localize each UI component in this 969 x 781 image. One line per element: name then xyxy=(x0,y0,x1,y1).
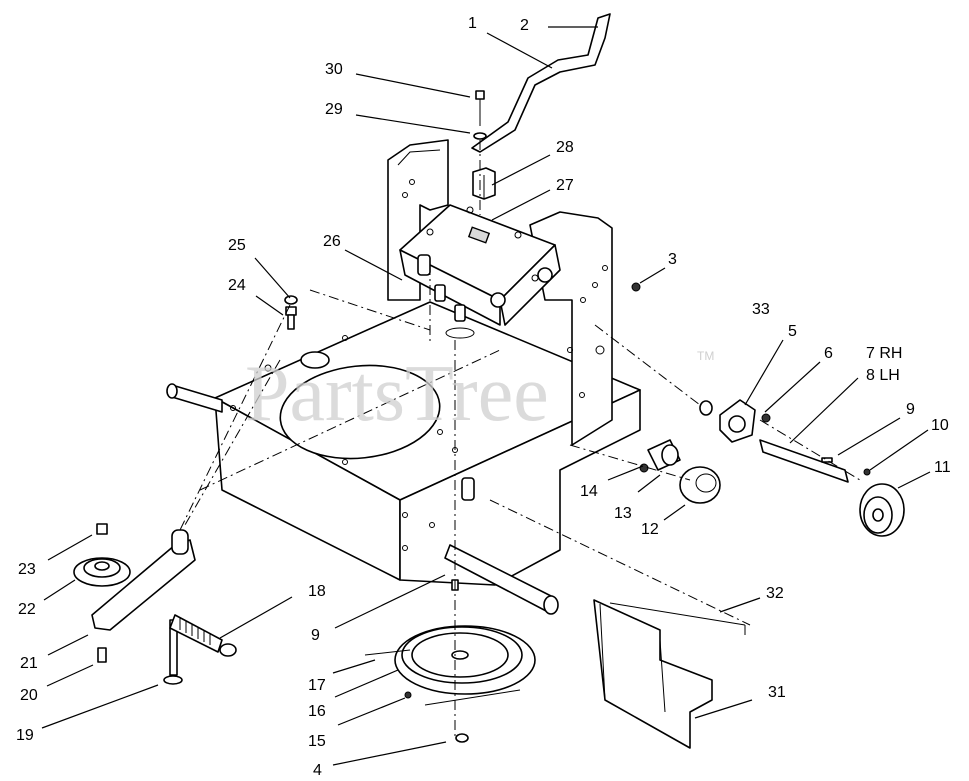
washer-29 xyxy=(473,132,487,140)
callout-33: 33 xyxy=(752,301,770,318)
idler-assembly xyxy=(73,523,237,685)
callout-32: 32 xyxy=(766,585,784,602)
callout-16: 16 xyxy=(308,703,326,720)
chassis-frame xyxy=(166,301,641,586)
shift-lever xyxy=(471,13,611,153)
callout-27: 27 xyxy=(556,177,574,194)
callout-7-rh: 7 RH xyxy=(866,345,902,362)
callout-13: 13 xyxy=(614,505,632,522)
callout-21: 21 xyxy=(20,655,38,672)
lower-tube xyxy=(444,477,559,615)
callout-17: 17 xyxy=(308,677,326,694)
callout-1: 1 xyxy=(468,15,477,32)
callout-20: 20 xyxy=(20,687,38,704)
callout-4: 4 xyxy=(313,762,322,779)
spring-18 xyxy=(169,614,237,657)
callout-26: 26 xyxy=(323,233,341,250)
callout-31: 31 xyxy=(768,684,786,701)
watermark-trademark: TM xyxy=(697,349,714,363)
bearing-12 xyxy=(679,466,721,504)
collar-13 xyxy=(647,439,681,471)
callout-19: 19 xyxy=(16,727,34,744)
callout-22: 22 xyxy=(18,601,36,618)
watermark-text: PartsTree xyxy=(245,350,549,438)
callout-11: 11 xyxy=(934,459,951,476)
pulley-11 xyxy=(859,483,905,537)
washer-25 xyxy=(284,295,298,305)
callout-18: 18 xyxy=(308,583,326,600)
callout-30: 30 xyxy=(325,61,343,78)
axle-assembly xyxy=(639,399,905,537)
leader-lines xyxy=(41,26,931,766)
callout-24: 24 xyxy=(228,277,246,294)
callout-5: 5 xyxy=(788,323,797,340)
cover-plate xyxy=(593,599,746,749)
callout-12: 12 xyxy=(641,521,659,538)
bolt-30 xyxy=(475,90,485,126)
callout-25: 25 xyxy=(228,237,246,254)
callout-23: 23 xyxy=(18,561,36,578)
nut-3 xyxy=(631,282,641,292)
callout-28: 28 xyxy=(556,139,574,156)
callout-6: 6 xyxy=(824,345,833,362)
center-lines xyxy=(179,140,861,740)
callout-9-upper: 9 xyxy=(906,401,915,418)
gearbox xyxy=(399,204,561,339)
setscrew-14 xyxy=(639,463,649,473)
callout-2: 2 xyxy=(520,17,529,34)
belt-pulley xyxy=(364,579,536,743)
callout-14: 14 xyxy=(580,483,598,500)
callout-9-lower: 9 xyxy=(311,627,320,644)
callout-8-lh: 8 LH xyxy=(866,367,900,384)
callout-15: 15 xyxy=(308,733,326,750)
block-28 xyxy=(472,167,496,200)
callout-3: 3 xyxy=(668,251,677,268)
callout-labels: 1 2 3 4 5 6 7 RH 8 LH 9 9 10 11 12 13 14… xyxy=(16,15,951,779)
callout-29: 29 xyxy=(325,101,343,118)
callout-10: 10 xyxy=(931,417,949,434)
bolt-24 xyxy=(285,306,297,330)
